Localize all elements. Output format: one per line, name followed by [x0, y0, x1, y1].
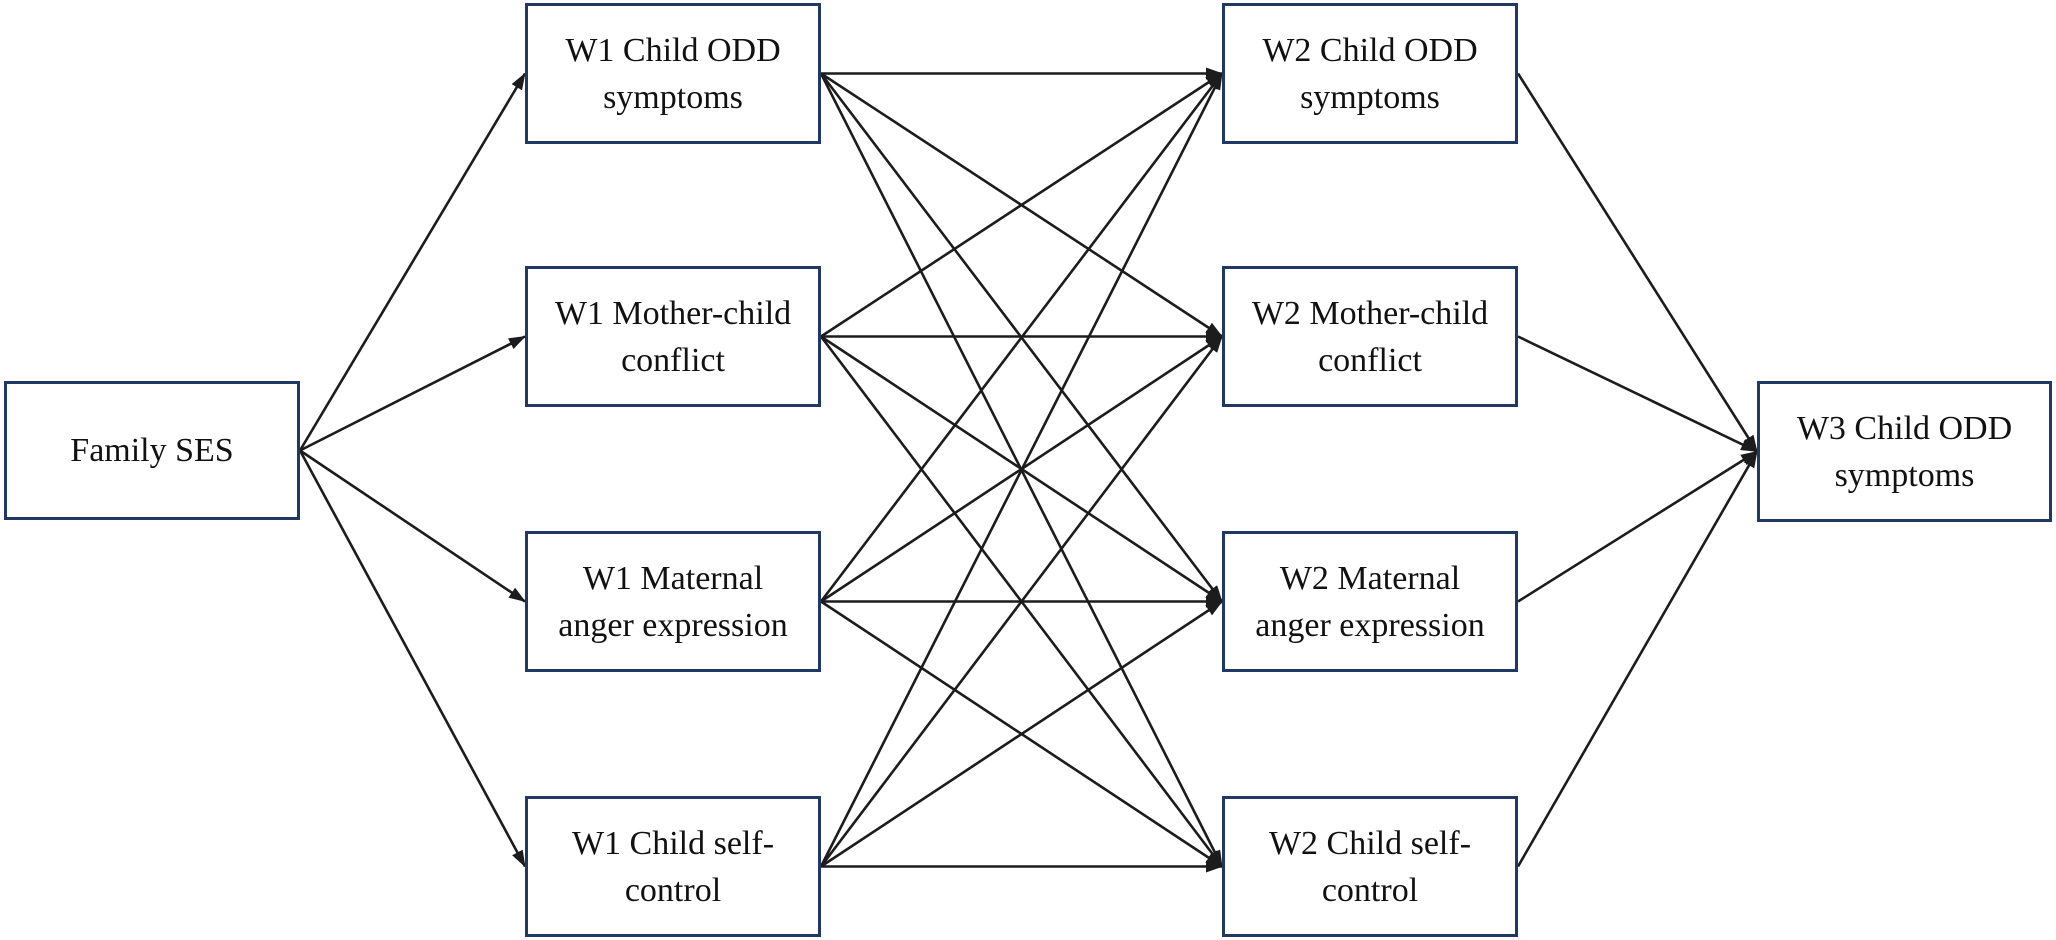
- node-w2-mother-child-conflict-label: W2 Mother-child conflict: [1251, 294, 1489, 379]
- edge-w1-selfctrl-to-w2-conflict: [819, 335, 1224, 868]
- edge-family-ses-to-w1-conflict: [299, 335, 526, 452]
- edge-w2-conflict-to-w3-odd: [1517, 335, 1758, 453]
- node-w1-child-self-control: W1 Child self- control: [525, 796, 821, 937]
- node-w1-maternal-anger-expression-label: W1 Maternal anger expression: [558, 559, 788, 644]
- edge-w2-odd-to-w3-odd: [1516, 72, 1759, 453]
- node-family-ses-label: Family SES: [70, 432, 234, 469]
- node-w1-mother-child-conflict: W1 Mother-child conflict: [525, 266, 821, 407]
- node-w2-maternal-anger-expression: W2 Maternal anger expression: [1222, 531, 1518, 672]
- edge-family-ses-to-w1-anger: [299, 449, 526, 603]
- node-w1-mother-child-conflict-label: W1 Mother-child conflict: [554, 294, 792, 379]
- node-w3-child-odd-symptoms: W3 Child ODD symptoms: [1757, 381, 2052, 522]
- node-w1-child-odd-symptoms-label: W1 Child ODD symptoms: [565, 31, 781, 116]
- edge-family-ses-to-w1-selfctrl: [298, 449, 527, 868]
- node-w2-child-odd-symptoms-label: W2 Child ODD symptoms: [1262, 31, 1478, 116]
- node-w2-child-self-control-label: W2 Child self- control: [1268, 824, 1472, 909]
- edge-w1-selfctrl-to-w2-odd: [819, 72, 1224, 868]
- edge-family-ses-to-w1-odd: [298, 72, 527, 452]
- edge-group: [298, 67, 1759, 873]
- node-w2-child-odd-symptoms: W2 Child ODD symptoms: [1222, 3, 1518, 144]
- node-w2-mother-child-conflict: W2 Mother-child conflict: [1222, 266, 1518, 407]
- node-w2-maternal-anger-expression-label: W2 Maternal anger expression: [1255, 559, 1485, 644]
- edge-w1-anger-to-w2-odd: [819, 72, 1224, 603]
- node-w1-child-self-control-label: W1 Child self- control: [571, 824, 775, 909]
- edge-w1-conflict-to-w2-odd: [820, 72, 1223, 338]
- edge-w2-selfctrl-to-w3-odd: [1516, 450, 1759, 868]
- node-w2-child-self-control: W2 Child self- control: [1222, 796, 1518, 937]
- node-w3-child-odd-symptoms-label: W3 Child ODD symptoms: [1796, 409, 2013, 494]
- node-w1-maternal-anger-expression: W1 Maternal anger expression: [525, 531, 821, 672]
- node-family-ses: Family SES: [4, 381, 300, 520]
- node-w1-child-odd-symptoms: W1 Child ODD symptoms: [525, 3, 821, 144]
- edge-w2-anger-to-w3-odd: [1517, 450, 1758, 603]
- edge-w1-selfctrl-to-w2-anger: [820, 600, 1223, 868]
